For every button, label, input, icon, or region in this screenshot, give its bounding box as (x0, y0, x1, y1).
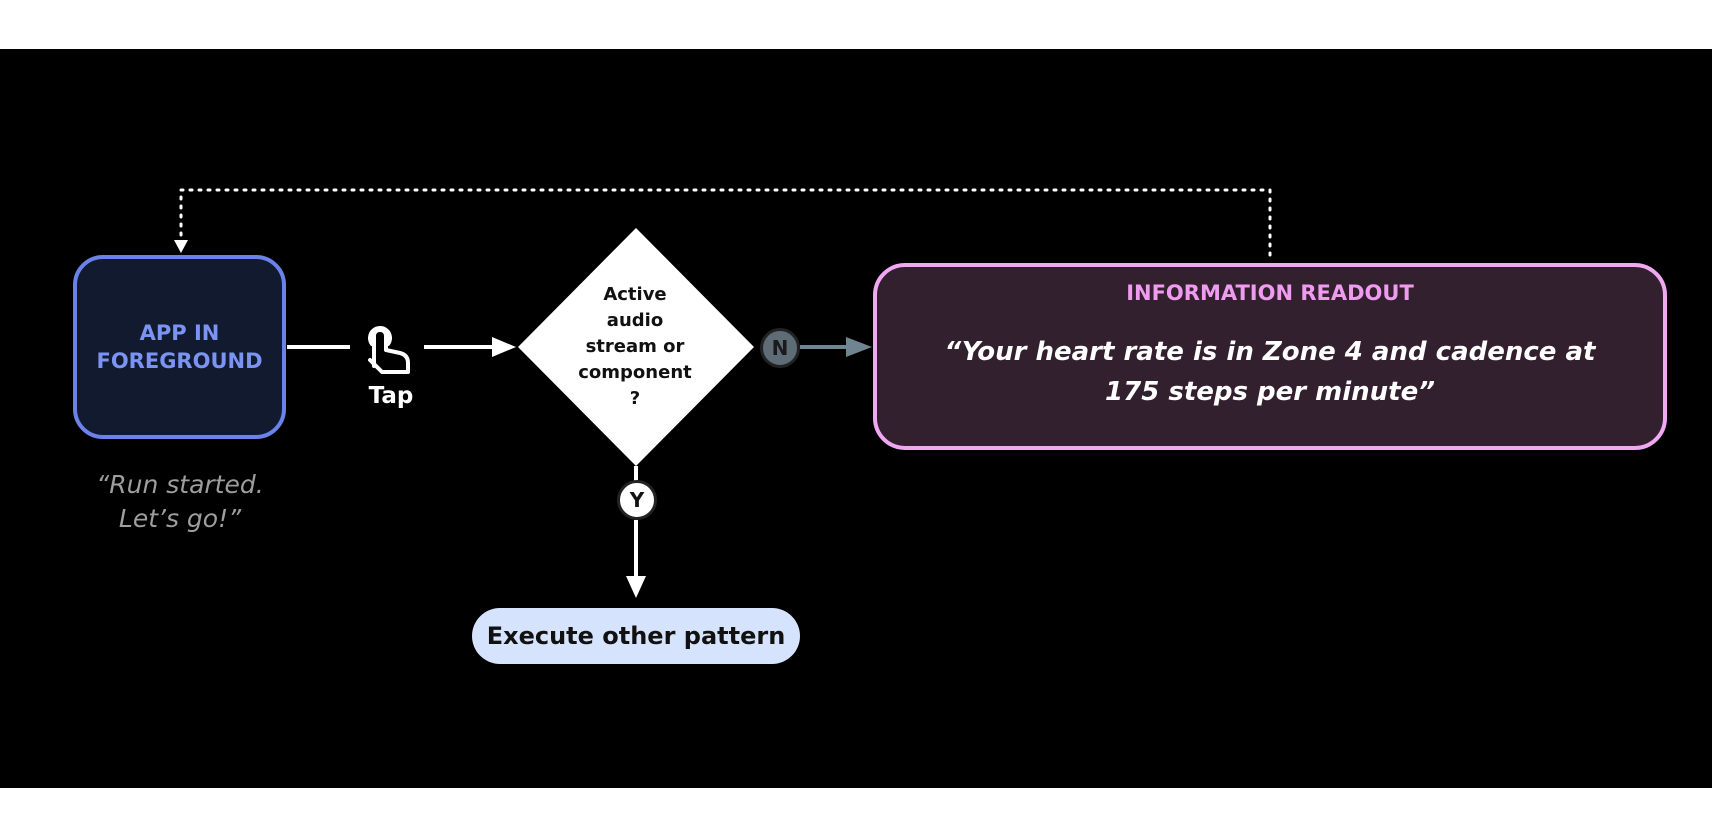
execute-other-pattern-node: Execute other pattern (472, 608, 800, 664)
decision-diamond (518, 228, 754, 466)
app-in-foreground-label: APP IN FOREGROUND (96, 321, 263, 373)
information-readout-node: INFORMATION READOUT “Your heart rate is … (873, 263, 1667, 450)
no-badge: N (760, 328, 800, 368)
execute-other-pattern-label: Execute other pattern (486, 622, 786, 650)
information-readout-title: INFORMATION READOUT (1126, 281, 1414, 305)
feedback-loop-connector (179, 188, 1272, 257)
decision-label: Active audio stream or component ? (578, 284, 692, 409)
yes-badge: Y (617, 480, 657, 520)
yes-branch-arrowhead (626, 576, 646, 598)
tap-hand-icon (368, 326, 410, 374)
information-readout-body: “Your heart rate is in Zone 4 and cadenc… (944, 337, 1596, 407)
tap-label: Tap (368, 383, 414, 409)
no-branch-arrowhead (846, 337, 872, 357)
app-in-foreground-node: APP IN FOREGROUND (73, 255, 286, 439)
tap-to-decision-arrowhead (492, 337, 516, 357)
start-quote: “Run started. Let’s go!” (96, 470, 264, 533)
feedback-loop-arrowhead (174, 240, 188, 253)
